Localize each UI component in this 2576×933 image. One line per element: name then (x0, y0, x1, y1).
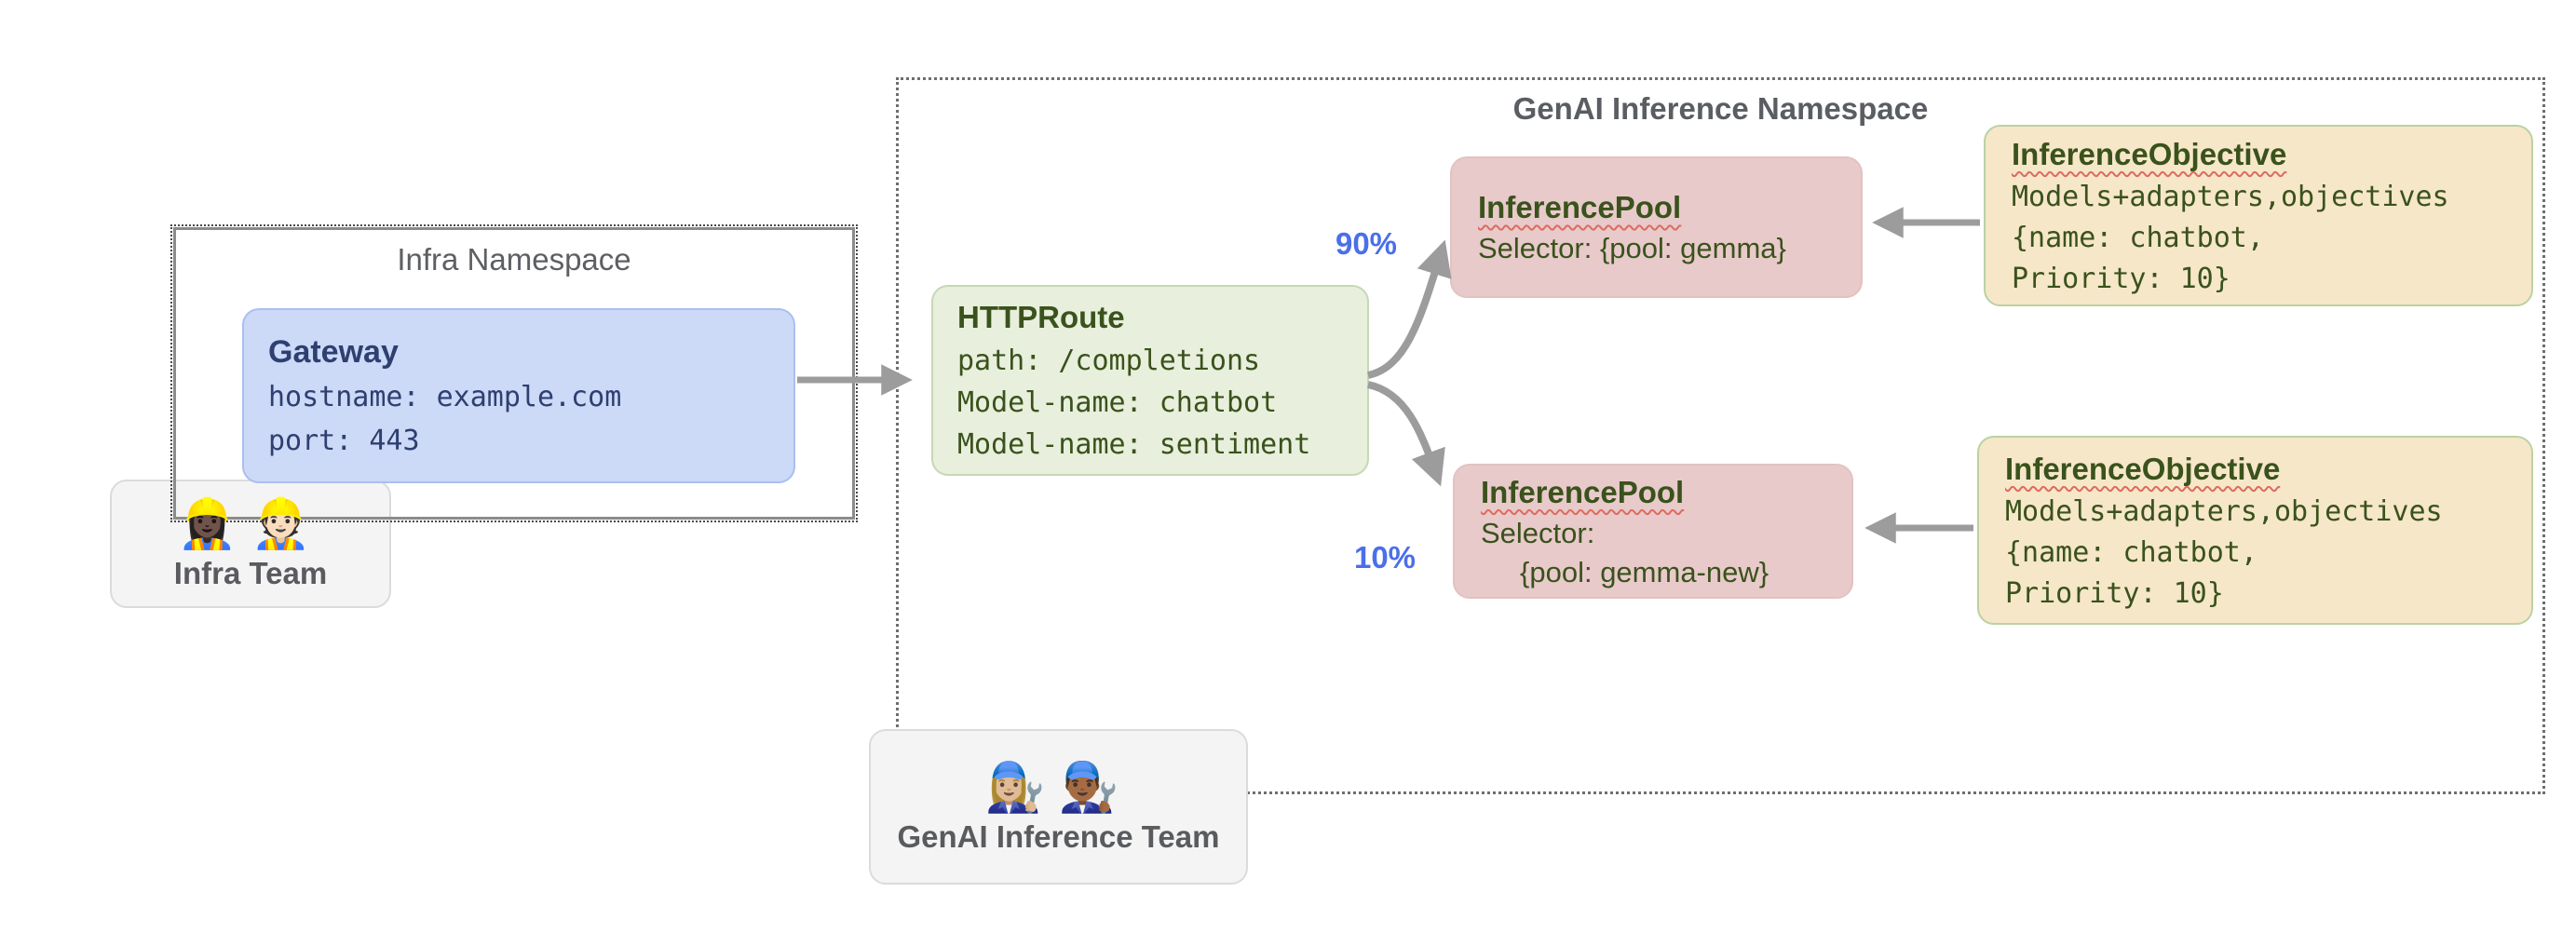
inference-objective-box-2: InferenceObjective Models+adapters,objec… (1977, 436, 2533, 625)
inference-objective-title: InferenceObjective (2005, 451, 2281, 486)
objective-name-line: {name: chatbot, (2005, 535, 2257, 569)
genai-inference-namespace-title: GenAI Inference Namespace (1512, 91, 1929, 126)
inference-pool-title: InferencePool (1478, 190, 1682, 224)
man-construction-worker-icon: 👷🏻 (251, 496, 324, 552)
traffic-split-90-label: 90% (1335, 226, 1398, 261)
infra-team-label: Infra Team (173, 556, 328, 590)
genai-inference-namespace-frame (896, 77, 2545, 794)
inference-pool-gemma-new-box: InferencePool Selector: {pool: gemma-new… (1453, 464, 1853, 599)
infra-namespace-title: Infra Namespace (397, 242, 631, 277)
mechanic-icons: 👩🏼‍🔧👨🏾‍🔧 (985, 760, 1132, 816)
gateway-title: Gateway (268, 334, 399, 370)
traffic-split-10-label: 10% (1353, 540, 1417, 575)
inference-objective-box-1: InferenceObjective Models+adapters,objec… (1984, 125, 2533, 306)
objective-name-line: {name: chatbot, (2012, 221, 2264, 254)
inference-objective-title: InferenceObjective (2012, 136, 2287, 171)
httproute-model-sentiment: Model-name: sentiment (957, 428, 1311, 461)
infra-team-card: 👷🏿‍♀️👷🏻 Infra Team (110, 480, 391, 608)
inference-pool-selector: Selector: (1481, 516, 1595, 549)
inference-pool-selector: Selector: {pool: gemma} (1478, 232, 1786, 264)
inference-pool-gemma-box: InferencePool Selector: {pool: gemma} (1450, 156, 1863, 298)
httproute-title: HTTPRoute (957, 300, 1125, 334)
woman-mechanic-icon: 👩🏼‍🔧 (984, 759, 1059, 816)
infra-namespace-frame (170, 224, 858, 522)
objective-priority-line: Priority: 10} (2005, 576, 2224, 610)
objective-models-line: Models+adapters,objectives (2012, 180, 2449, 213)
httproute-box: HTTPRoute path: /completions Model-name:… (931, 285, 1369, 476)
objective-priority-line: Priority: 10} (2012, 262, 2230, 295)
inference-pool-title: InferencePool (1481, 474, 1685, 509)
man-mechanic-icon: 👨🏾‍🔧 (1058, 759, 1132, 816)
woman-construction-worker-icon: 👷🏿‍♀️ (177, 496, 251, 552)
gateway-hostname: hostname: example.com (268, 381, 622, 413)
genai-team-label: GenAI Inference Team (897, 818, 1220, 854)
httproute-model-chatbot: Model-name: chatbot (957, 386, 1278, 419)
gateway-box: Gateway hostname: example.com port: 443 (242, 308, 795, 483)
construction-worker-icons: 👷🏿‍♀️👷🏻 (177, 496, 324, 552)
httproute-path: path: /completions (957, 345, 1261, 377)
genai-inference-team-card: 👩🏼‍🔧👨🏾‍🔧 GenAI Inference Team (869, 729, 1248, 885)
objective-models-line: Models+adapters,objectives (2005, 494, 2443, 528)
inference-pool-selector-value: {pool: gemma-new} (1520, 555, 1769, 588)
gateway-port: port: 443 (268, 425, 420, 457)
